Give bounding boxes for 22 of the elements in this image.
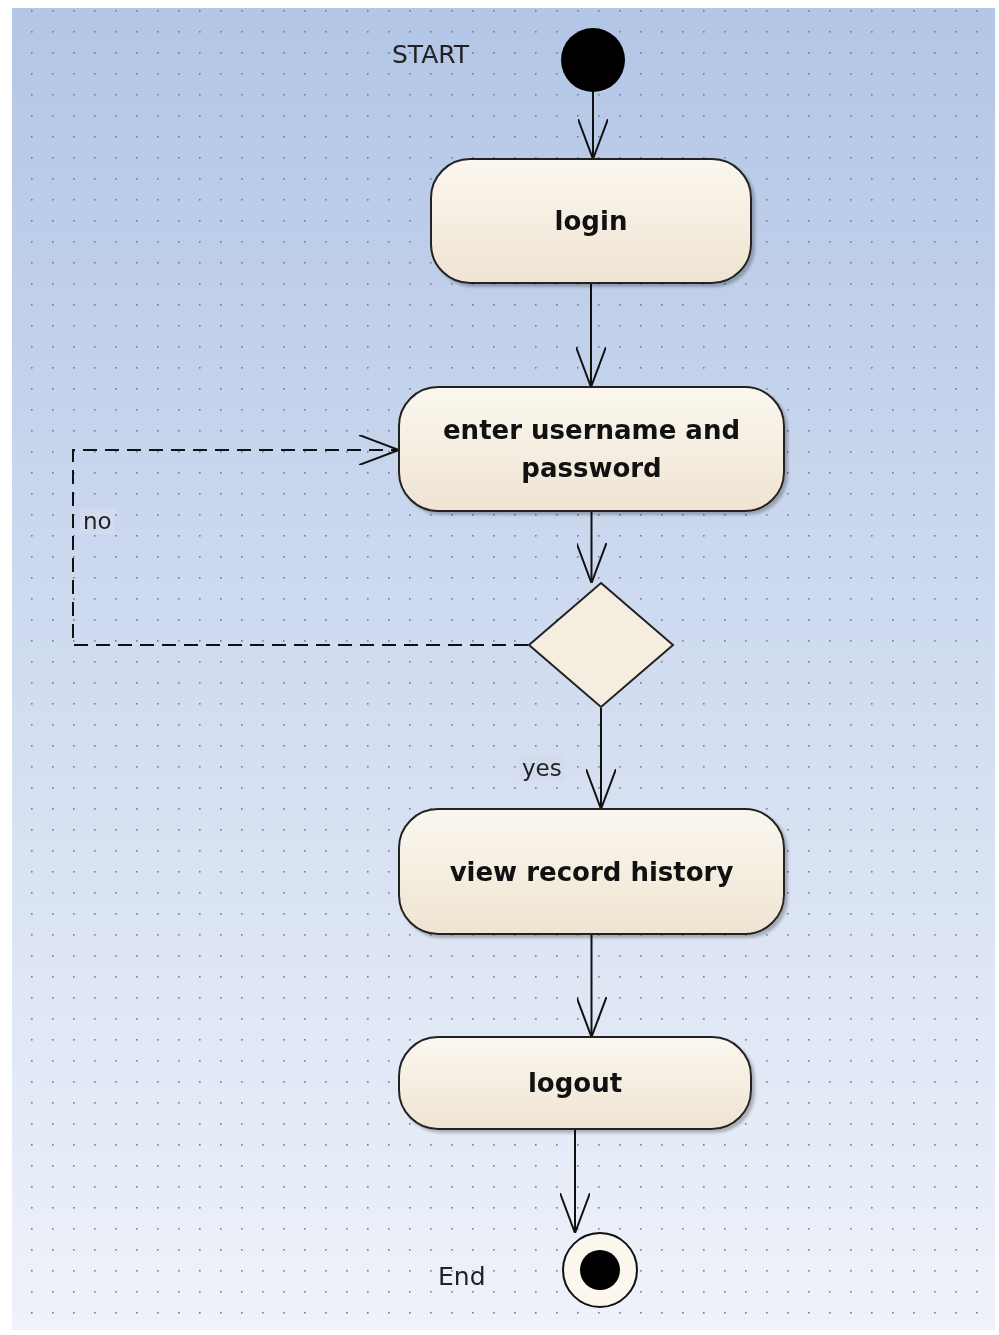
activity-box	[398, 386, 785, 512]
node-caption: START	[392, 40, 470, 69]
arrow	[72, 434, 529, 646]
decision-diamond	[528, 582, 674, 708]
activity-box	[398, 808, 785, 935]
arrow	[575, 934, 608, 1038]
arrow	[559, 1129, 591, 1234]
end-node	[562, 1232, 638, 1308]
edge-label: yes	[519, 755, 565, 781]
node-caption: End	[438, 1262, 486, 1291]
edge-label: no	[80, 508, 115, 534]
activity-label: logout	[526, 1067, 624, 1100]
arrow	[577, 91, 609, 160]
activity-box	[430, 158, 752, 284]
arrow	[575, 283, 607, 388]
start-node	[561, 28, 625, 92]
activity-label: login	[553, 205, 629, 238]
activity-box	[398, 1036, 752, 1130]
arrow	[575, 511, 608, 584]
activity-label: enter username and password	[442, 414, 741, 485]
activity-label: view record history	[448, 855, 735, 889]
arrow	[585, 707, 617, 810]
